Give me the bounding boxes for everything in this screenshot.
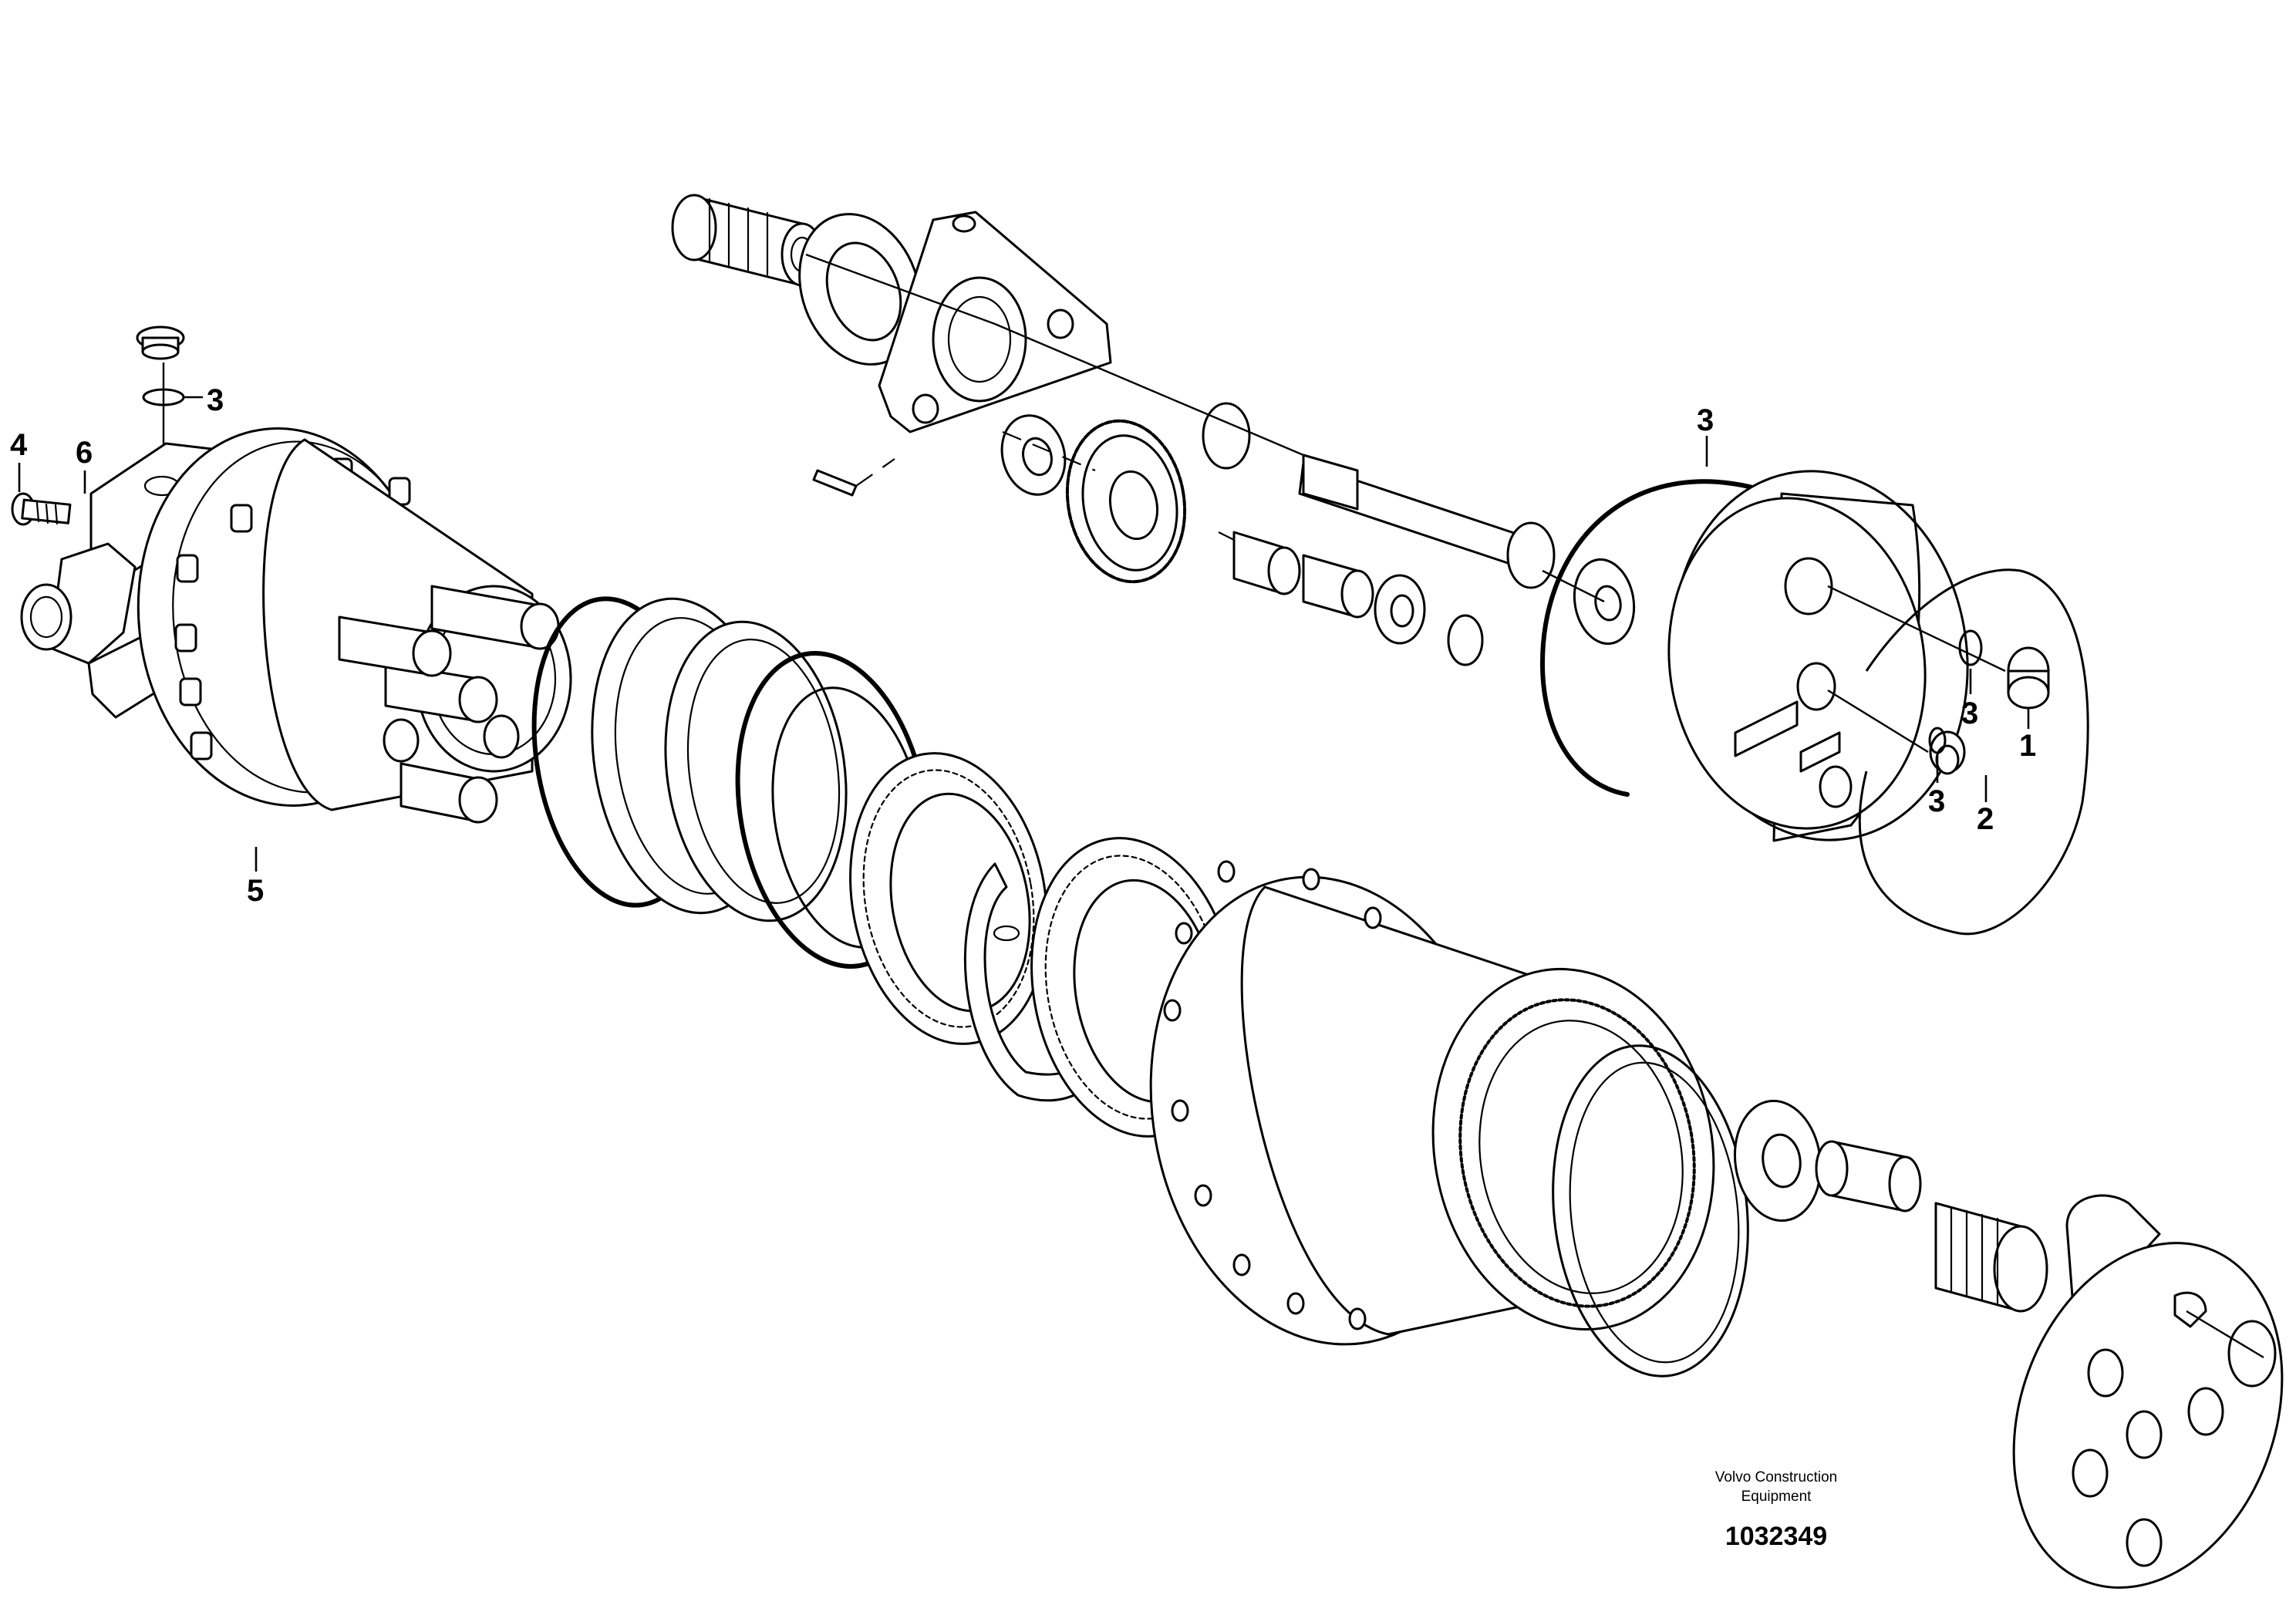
illustration-number: 1032349 — [1725, 1522, 1827, 1551]
callout-3-cover-ring: 3 — [1697, 403, 1714, 437]
ring-gear-housing — [1149, 860, 1715, 1346]
plug-cover-large — [2007, 646, 2050, 710]
publisher-footer: Volvo Construction Equipment 1032349 — [1715, 1469, 1837, 1551]
company-name-line1: Volvo Construction — [1715, 1469, 1837, 1485]
bolt-part — [11, 492, 72, 526]
planet-gear-lower — [1934, 1202, 2048, 1313]
pinion-gear-small — [1232, 531, 1301, 595]
large-snap-ring — [1552, 1044, 1749, 1378]
plug-part — [136, 325, 185, 360]
spur-gear-upper — [1065, 419, 1187, 584]
bushing-lower — [1815, 1140, 1922, 1212]
carrier-plate-triangle — [878, 211, 1112, 433]
plug-cover-small — [1929, 730, 1966, 775]
brake-piston — [591, 597, 848, 922]
o-ring-cover-a — [1958, 629, 1983, 666]
washer-small-upper — [1000, 414, 1067, 496]
large-o-ring-cover — [1539, 479, 1776, 797]
callout-6: 6 — [76, 436, 93, 470]
bushing-upper — [1302, 554, 1374, 619]
thrust-washer-lower — [1733, 1099, 1822, 1222]
callout-2: 2 — [1977, 802, 1994, 836]
housing-bolt-holes — [1163, 860, 1382, 1330]
pistons — [338, 585, 560, 824]
callout-3-o-ring-b: 3 — [1928, 784, 1945, 818]
spring-pin — [812, 469, 858, 497]
cover-snap-ring — [1859, 568, 2089, 936]
end-cover — [1667, 470, 1969, 842]
hydraulic-motor-housing — [11, 325, 572, 824]
thrust-washer-upper — [798, 213, 922, 366]
snap-ring-carrier — [2227, 1320, 2277, 1388]
retaining-ring-upper — [1202, 402, 1251, 470]
sun-gear-upper — [671, 194, 824, 287]
company-name-line2: Equipment — [1741, 1489, 1812, 1505]
callout-5: 5 — [247, 874, 264, 908]
circlip-small — [1447, 614, 1484, 666]
roller-bearing-1 — [849, 752, 1048, 1045]
callout-1: 1 — [2019, 729, 2036, 763]
washer-small-2 — [1374, 574, 1426, 645]
callout-3-plug-ring: 3 — [207, 383, 224, 417]
o-ring-cover-b — [1928, 727, 1947, 754]
callout-4: 4 — [10, 428, 28, 462]
callout-3-o-ring-a: 3 — [1961, 696, 1978, 730]
